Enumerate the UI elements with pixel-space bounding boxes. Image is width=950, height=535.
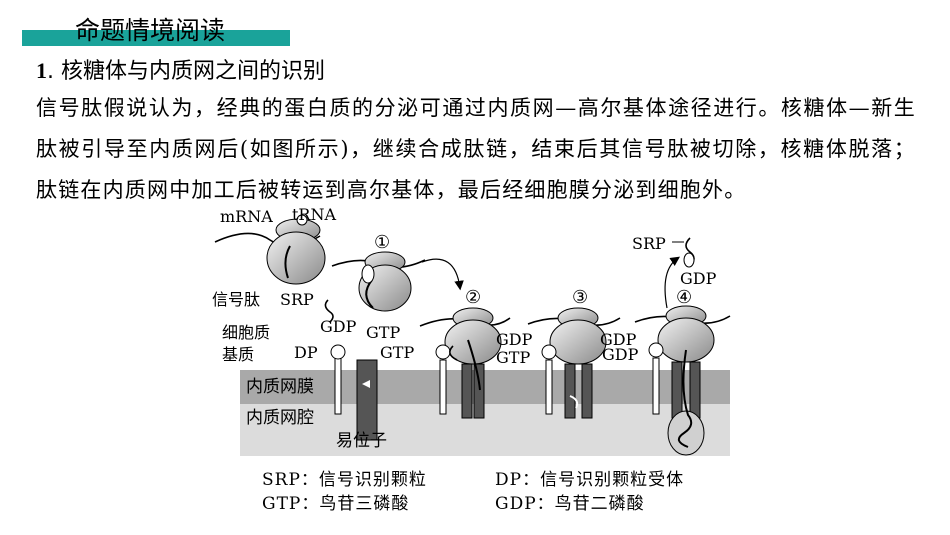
label-trna: tRNA xyxy=(292,205,336,224)
legend-dp: DP：信号识别颗粒受体 xyxy=(495,470,685,490)
srp-released xyxy=(672,237,695,268)
label-gdp-2: GDP xyxy=(496,330,533,349)
label-signal-peptide: 信号肽 xyxy=(212,290,260,309)
label-gtp-2: GTP xyxy=(380,343,414,362)
ribosome-step1 xyxy=(324,251,426,323)
label-srp: SRP xyxy=(280,290,314,309)
section-title: 1. 核糖体与内质网之间的识别 xyxy=(36,57,325,86)
free-ribosome xyxy=(214,214,326,285)
label-gtp-1: GTP xyxy=(366,323,400,342)
intro-paragraph: 信号肽假说认为，经典的蛋白质的分泌可通过内质网—高尔基体途径进行。核糖体—新生肽… xyxy=(36,96,916,202)
label-er-lumen: 内质网腔 xyxy=(246,408,314,428)
arrow-srp-release xyxy=(664,256,680,309)
legend-gdp: GDP：鸟苷二磷酸 xyxy=(495,494,645,514)
section-number: 1 xyxy=(36,58,47,83)
label-gdp-1: GDP xyxy=(320,317,357,336)
label-gdp-top: GDP xyxy=(680,269,717,288)
arrow-step1-to-2 xyxy=(421,258,464,291)
ribosome-step4 xyxy=(634,305,731,456)
dp-receptor-and-translocon xyxy=(330,344,378,441)
label-step4: ④ xyxy=(676,287,692,308)
er-lumen-band xyxy=(240,404,730,456)
label-translocon: 易位子 xyxy=(336,431,387,451)
label-dp: DP xyxy=(294,343,318,362)
er-membrane-band xyxy=(240,370,730,404)
label-step2: ② xyxy=(465,287,481,308)
label-srp-top: SRP xyxy=(632,234,666,253)
legend-srp: SRP：信号识别颗粒 xyxy=(262,470,427,490)
label-step3: ③ xyxy=(572,287,588,308)
label-gdp-4: GDP xyxy=(602,345,639,364)
label-gtp-3: GTP xyxy=(496,348,530,367)
ribosome-step3 xyxy=(527,307,621,419)
label-mrna: mRNA xyxy=(220,207,273,226)
srp-pathway-diagram: mRNA tRNA ① SRP GDP 信号肽 SRP ② ③ ④ 细胞质 GD… xyxy=(212,205,731,456)
ribosome-step2 xyxy=(419,307,511,419)
label-cytoplasm-2: 基质 xyxy=(222,345,254,364)
legend-gtp: GTP：鸟苷三磷酸 xyxy=(262,494,410,514)
label-cytoplasm-1: 细胞质 xyxy=(222,323,270,342)
label-er-membrane: 内质网膜 xyxy=(246,377,314,397)
label-gdp-3: GDP xyxy=(600,330,637,349)
section-title-text: . 核糖体与内质网之间的识别 xyxy=(47,59,325,84)
header-title: 命题情境阅读 xyxy=(75,16,226,45)
label-step1: ① xyxy=(374,232,390,253)
header-accent-bar xyxy=(22,30,290,46)
